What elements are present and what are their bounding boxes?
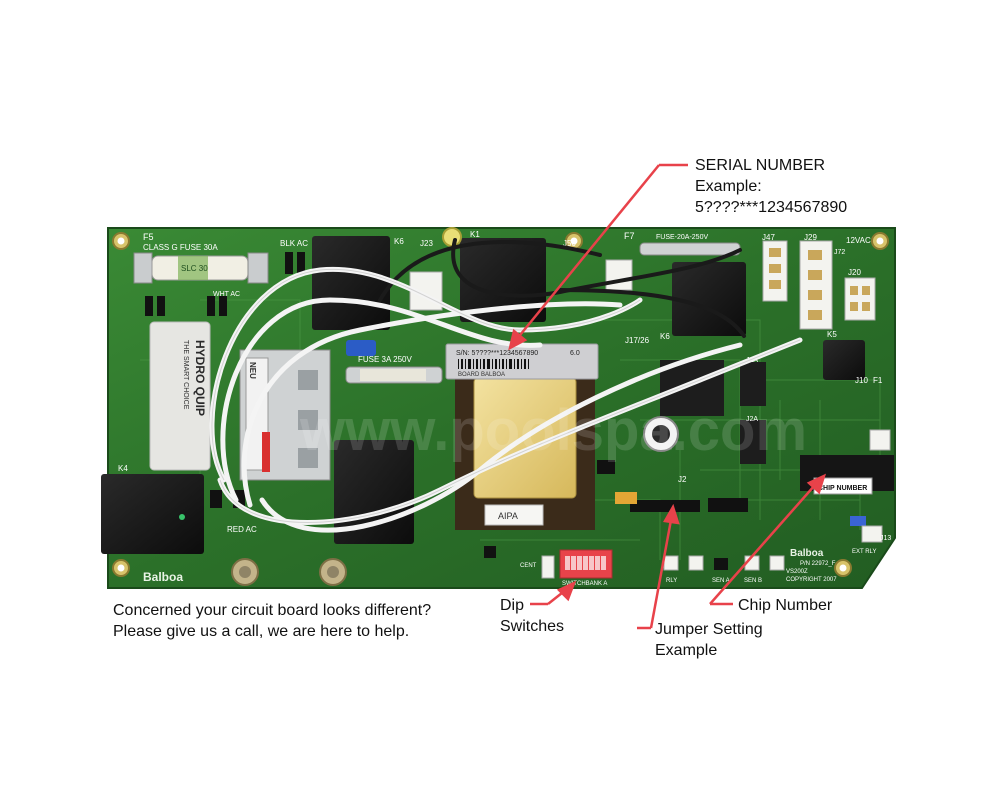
callout-arrows: [508, 163, 827, 630]
notice-line-2: Please give us a call, we are here to he…: [113, 623, 410, 640]
chip-number-text: Chip Number: [738, 597, 833, 614]
balboa-logo-left: Balboa: [143, 570, 183, 584]
connectors-top-right: [409, 240, 876, 330]
fuse-f7-rating: FUSE-20A-250V: [656, 234, 708, 241]
chip-arrow-head: [806, 473, 827, 495]
red-wire-stub: [262, 432, 270, 472]
model-label: VS200Z: [786, 569, 808, 575]
j20-label: J20: [848, 268, 861, 277]
white-wires-outline: [211, 268, 801, 523]
jumper-setting-line-2: Example: [655, 642, 718, 659]
dip-arrow-head: [556, 580, 577, 602]
serial-number-example-label: Example:: [695, 178, 762, 195]
neutral-label: NEU: [248, 362, 257, 379]
jumper-setting-callout: Jumper Setting Example: [655, 619, 763, 661]
relay-k5: [823, 340, 865, 380]
serial-number-title: SERIAL NUMBER: [695, 157, 826, 174]
chip-sticker-text: CHIP NUMBER: [818, 485, 867, 492]
chip-number-callout: Chip Number: [738, 595, 832, 616]
j2-label: J2: [678, 475, 687, 484]
fuse-f5-part: SLC 30: [181, 264, 208, 273]
j10-label: J10: [855, 376, 868, 385]
k1-label: K1: [470, 230, 480, 239]
mounting-holes: [112, 232, 889, 577]
serial-sticker: S/N: 5????***1234567890 6.0 BOARD BALBOA: [445, 343, 599, 380]
ext-rly-label: EXT RLY: [852, 549, 876, 555]
j2a-label: J2A: [746, 416, 758, 423]
ground-lugs: [231, 558, 347, 586]
sen-b-label: SEN B: [744, 578, 762, 584]
j17-label: J17/26: [625, 336, 650, 345]
copyright-label: COPYRIGHT 2007: [786, 577, 837, 583]
j13-label: J13: [880, 535, 891, 542]
fuse-f7: [639, 242, 741, 256]
jumper-arrow-head: [663, 503, 680, 525]
dip-switch-bank: [559, 549, 613, 579]
rly-label: RLY: [666, 578, 677, 584]
board-difference-notice: Concerned your circuit board looks diffe…: [113, 600, 431, 642]
watermark: www.poolspa.com: [299, 398, 807, 463]
vac12-label: 12VAC: [846, 236, 871, 245]
j29-label: J29: [804, 233, 817, 242]
electrolytic-capacitor: [643, 416, 679, 452]
relay-k6-left: [312, 236, 390, 330]
chip-arrow-diagonal: [709, 484, 816, 605]
wht-ac-label: WHT AC: [213, 291, 240, 298]
hydroquip-sticker: HYDRO QUIP THE SMART CHOICE: [149, 321, 211, 471]
barcode: [458, 359, 529, 369]
j72-label: J72: [834, 249, 845, 256]
blue-capacitor: [346, 340, 376, 356]
dip-switches-line-1: Dip: [500, 597, 525, 614]
yellow-bushing: [442, 227, 462, 247]
relay-k1: [460, 238, 546, 322]
part-number-label: P/N 22972_F: [800, 561, 836, 567]
serial-number-example-value: 5????***1234567890: [695, 199, 848, 216]
fuse-3a: [345, 366, 443, 384]
red-ac-label: RED AC: [227, 525, 257, 534]
serial-arrow-head: [508, 328, 528, 351]
serial-arrow-diagonal: [515, 164, 660, 341]
k5-label: K5: [827, 330, 837, 339]
j50-label: J50: [563, 239, 576, 248]
j47-label: J47: [762, 233, 775, 242]
serial-sticker-rev: 6.0: [570, 350, 580, 357]
relay-k4: [101, 474, 204, 554]
jumper-arrow-diagonal: [649, 519, 673, 629]
fuse-f5-label: F5: [143, 232, 154, 242]
balboa-logo-right: Balboa: [790, 548, 824, 559]
hydroquip-brand: HYDRO QUIP: [193, 340, 207, 416]
transformer-label: AIPA: [498, 511, 518, 521]
fuse-f5-class: CLASS G FUSE 30A: [143, 243, 218, 252]
fuse-f5: SLC 30: [133, 252, 269, 284]
k6b-label: K6: [660, 332, 670, 341]
k6a-label: K6: [394, 237, 404, 246]
serial-number-callout: SERIAL NUMBER Example: 5????***123456789…: [695, 155, 847, 218]
k4-label: K4: [118, 464, 128, 473]
hydroquip-tagline: THE SMART CHOICE: [182, 340, 189, 410]
blk-ac-label: BLK AC: [280, 239, 308, 248]
j23-label: J23: [420, 239, 433, 248]
jumper-headers: [484, 546, 785, 579]
dip-switches-callout: Dip Switches: [500, 595, 564, 637]
switchbank-label: SWITCHBANK A: [562, 581, 607, 587]
cent-label: CENT: [520, 563, 537, 569]
chip-number-sticker: CHIP NUMBER: [813, 477, 873, 495]
dip-switches-line-2: Switches: [500, 618, 565, 635]
f1-label: F1: [873, 376, 883, 385]
fuse-3a-label: FUSE 3A 250V: [358, 355, 412, 364]
jumper-setting-line-1: Jumper Setting: [655, 621, 763, 638]
black-wires: [378, 238, 746, 338]
sen-a-label: SEN A: [712, 578, 730, 584]
fuse-f7-label: F7: [624, 231, 635, 241]
serial-sticker-sub: BOARD BALBOA: [458, 372, 505, 378]
serial-sticker-text: S/N: 5????***1234567890: [456, 350, 538, 357]
notice-line-1: Concerned your circuit board looks diffe…: [113, 602, 432, 619]
